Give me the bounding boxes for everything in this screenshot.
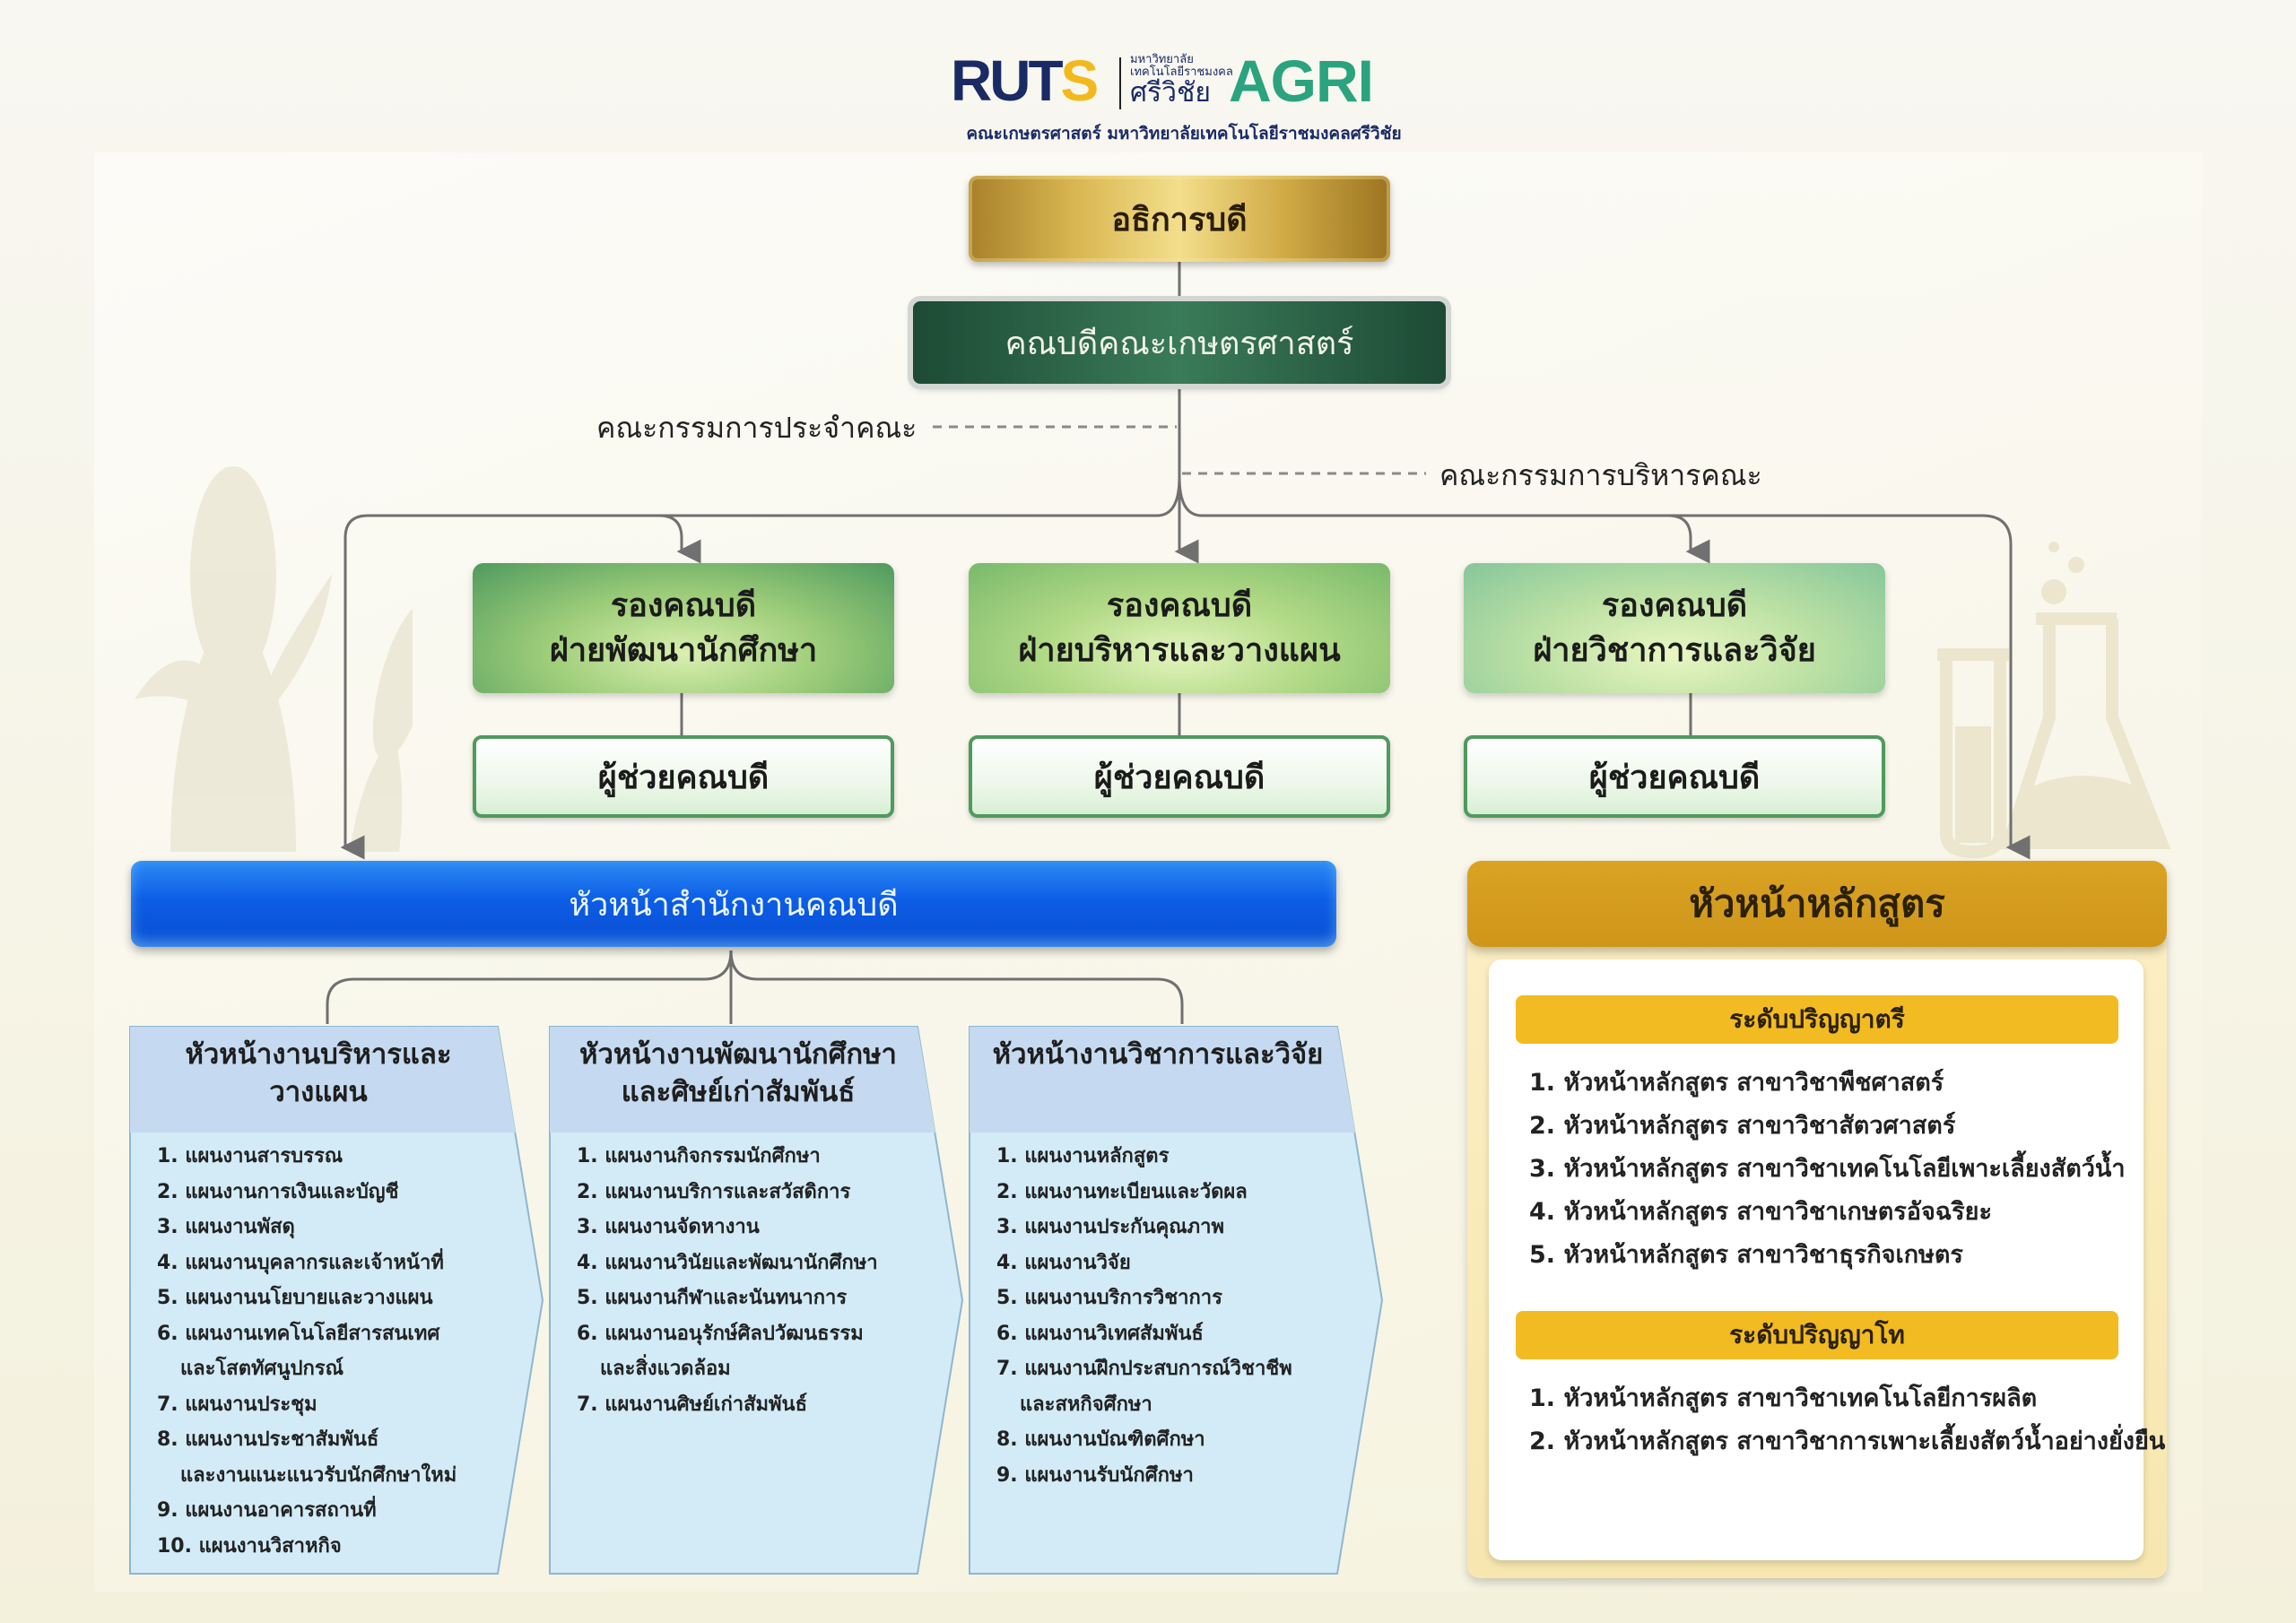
vice-dean-administration-planning: รองคณบดี ฝ่ายบริหารและวางแผน (969, 563, 1390, 693)
task-item: 8. แผนงานประชาสัมพันธ์และงานแนะแนวรับนัก… (157, 1422, 457, 1493)
task-item: 5. แผนงานนโยบายและวางแผน (157, 1287, 433, 1309)
task-item: 3. แผนงานจัดหางาน (577, 1216, 760, 1238)
unit-card-shape (129, 1026, 544, 1575)
unit-title: หัวหน้างานพัฒนานักศึกษา และศิษย์เก่าสัมพ… (579, 1038, 897, 1108)
flask-liquid (2009, 776, 2161, 843)
unit-academic-research: หัวหน้างานวิชาการและวิจัย 1. แผนงานหลักส… (969, 1026, 1384, 1578)
task-item: 9. แผนงานรับนักศึกษา (996, 1463, 1194, 1487)
task-item-continuation: และโสตทัศนูปกรณ์ (180, 1358, 344, 1380)
task-item: 6. แผนงานอนุรักษ์ศิลปวัฒนธรรมและสิ่งแวดล… (577, 1316, 878, 1387)
task-item: 9. แผนงานอาคารสถานที่ (157, 1499, 377, 1522)
program-item: 2. หัวหน้าหลักสูตร สาขาวิชาสัตวศาสตร์ (1529, 1112, 1956, 1140)
program-item: 1. หัวหน้าหลักสูตร สาขาวิชาพืชศาสตร์ (1529, 1069, 1944, 1097)
task-item: 4. แผนงานบุคลากรและเจ้าหน้าที่ (157, 1251, 444, 1274)
assistant-dean-box: ผู้ช่วยคณบดี (1464, 735, 1885, 818)
president-box: อธิการบดี (969, 176, 1390, 262)
unit-task-list: 1. แผนงานหลักสูตร 2. แผนงานทะเบียนและวัดผ… (996, 1139, 1292, 1493)
task-item: 5. แผนงานกีฬาและนันทนาการ (577, 1287, 848, 1309)
task-item: 2. แผนงานการเงินและบัญชี (157, 1180, 399, 1203)
assistant-dean-box: ผู้ช่วยคณบดี (969, 735, 1390, 818)
task-item: 5. แผนงานบริการวิชาการ (996, 1287, 1222, 1309)
program-item: 5. หัวหน้าหลักสูตร สาขาวิชาธุรกิจเกษตร (1529, 1241, 1963, 1269)
vice-dean-student-development: รองคณบดี ฝ่ายพัฒนานักศึกษา (473, 563, 894, 693)
line-trunk-right (1178, 476, 2031, 860)
line-office-right (729, 950, 1184, 1024)
logo-divider (1119, 57, 1121, 109)
unit-card-shape (549, 1026, 964, 1575)
test-tube-liquid (1955, 726, 1991, 843)
task-item: 10. แผนงานวิสาหกิจ (157, 1534, 342, 1558)
master-level-bar: ระดับปริญญาโท (1516, 1311, 2118, 1359)
task-item: 7. แผนงานประชุม (157, 1393, 317, 1416)
test-tube (1937, 648, 2009, 859)
corn-cob-small (372, 603, 413, 760)
line-to-vp3 (1667, 514, 1710, 564)
vice-dean-academic-research: รองคณบดี ฝ่ายวิชาการและวิจัย (1464, 563, 1885, 693)
unit-administration-planning: หัวหน้างานบริหารและวางแผน 1. แผนงานสารบร… (129, 1026, 544, 1578)
curriculum-head-box: หัวหน้าหลักสูตร (1467, 861, 2167, 947)
task-item: 6. แผนงานวิเทศสัมพันธ์ (996, 1322, 1204, 1345)
ruts-logo: RUTS (951, 48, 1099, 113)
unit-student-development-alumni: หัวหน้างานพัฒนานักศึกษา และศิษย์เก่าสัมพ… (549, 1026, 964, 1578)
logo: RUTS มหาวิทยาลัย เทคโนโลยีราชมงคล ศรีวิช… (951, 48, 1417, 151)
bachelor-program-list: 1. หัวหน้าหลักสูตร สาขาวิชาพืชศาสตร์ 2. ห… (1529, 1062, 2126, 1277)
task-item: 2. แผนงานบริการและสวัสดิการ (577, 1180, 851, 1203)
corn-cob-large (190, 466, 276, 681)
line-office-left (326, 950, 733, 1024)
unit-card-shape (969, 1026, 1384, 1575)
task-item: 4. แผนงานวิจัย (996, 1251, 1131, 1274)
dean-box: คณบดีคณะเกษตรศาสตร์ (913, 301, 1446, 384)
task-item: 8. แผนงานบัณฑิตศึกษา (996, 1428, 1205, 1451)
program-item: 2. หัวหน้าหลักสูตร สาขาวิชาการเพาะเลี้ยง… (1529, 1428, 2166, 1455)
unit-title: หัวหน้างานวิชาการและวิจัย (992, 1038, 1324, 1071)
curriculum-card (1489, 959, 2144, 1560)
lab-glassware-illustration (1937, 542, 2171, 859)
task-item: 1. แผนงานสารบรรณ (157, 1145, 344, 1167)
task-item-continuation: และสิ่งแวดล้อม (600, 1358, 731, 1380)
line-to-vp1 (658, 514, 701, 564)
program-item: 1. หัวหน้าหลักสูตร สาขาวิชาเทคโนโลยีการผ… (1529, 1384, 2038, 1412)
faculty-subtitle: คณะเกษตรศาสตร์ มหาวิทยาลัยเทคโนโลยีราชมง… (966, 124, 1402, 143)
master-program-list: 1. หัวหน้าหลักสูตร สาขาวิชาเทคโนโลยีการผ… (1529, 1377, 2165, 1463)
task-item: 6. แผนงานเทคโนโลยีสารสนเทศและโสตทัศนูปกร… (157, 1316, 457, 1387)
bachelor-level-bar: ระดับปริญญาตรี (1516, 995, 2118, 1044)
task-item: 4. แผนงานวินัยและพัฒนานักศึกษา (577, 1251, 878, 1274)
executive-committee-label: คณะกรรมการบริหารคณะ (1439, 458, 1762, 492)
faculty-committee-label: คณะกรรมการประจำคณะ (596, 411, 918, 445)
task-item: 3. แผนงานพัสดุ (157, 1216, 295, 1238)
unit-task-list: 1. แผนงานสารบรรณ 2. แผนงานการเงินและบัญชี… (157, 1139, 457, 1564)
program-item: 4. หัวหน้าหลักสูตร สาขาวิชาเกษตรอัจฉริยะ (1529, 1198, 1992, 1226)
agri-logo: AGRI (1229, 48, 1374, 114)
task-item-continuation: และงานแนะแนวรับนักศึกษาใหม่ (180, 1463, 457, 1487)
line-trunk-left (340, 476, 1181, 860)
task-item: 7. แผนงานฝึกประสบการณ์วิชาชีพและสหกิจศึก… (996, 1351, 1292, 1422)
unit-task-list: 1. แผนงานกิจกรรมนักศึกษา 2. แผนงานบริการแ… (577, 1139, 878, 1422)
unit-title: หัวหน้างานบริหารและวางแผน (185, 1038, 452, 1108)
university-name-logo: มหาวิทยาลัย เทคโนโลยีราชมงคล ศรีวิชัย (1130, 53, 1233, 108)
task-item: 7. แผนงานศิษย์เก่าสัมพันธ์ (577, 1393, 808, 1416)
task-item: 2. แผนงานทะเบียนและวัดผล (996, 1180, 1248, 1203)
task-item-continuation: และสหกิจศึกษา (1020, 1393, 1152, 1416)
task-item: 1. แผนงานหลักสูตร (996, 1145, 1170, 1167)
task-item: 3. แผนงานประกันคุณภาพ (996, 1216, 1225, 1238)
assistant-dean-box: ผู้ช่วยคณบดี (473, 735, 894, 818)
dean-office-head-box: หัวหน้าสำนักงานคณบดี (131, 861, 1336, 947)
program-item: 3. หัวหน้าหลักสูตร สาขาวิชาเทคโนโลยีเพาะ… (1529, 1155, 2126, 1183)
corn-illustration (135, 466, 413, 852)
task-item: 1. แผนงานกิจกรรมนักศึกษา (577, 1145, 821, 1167)
